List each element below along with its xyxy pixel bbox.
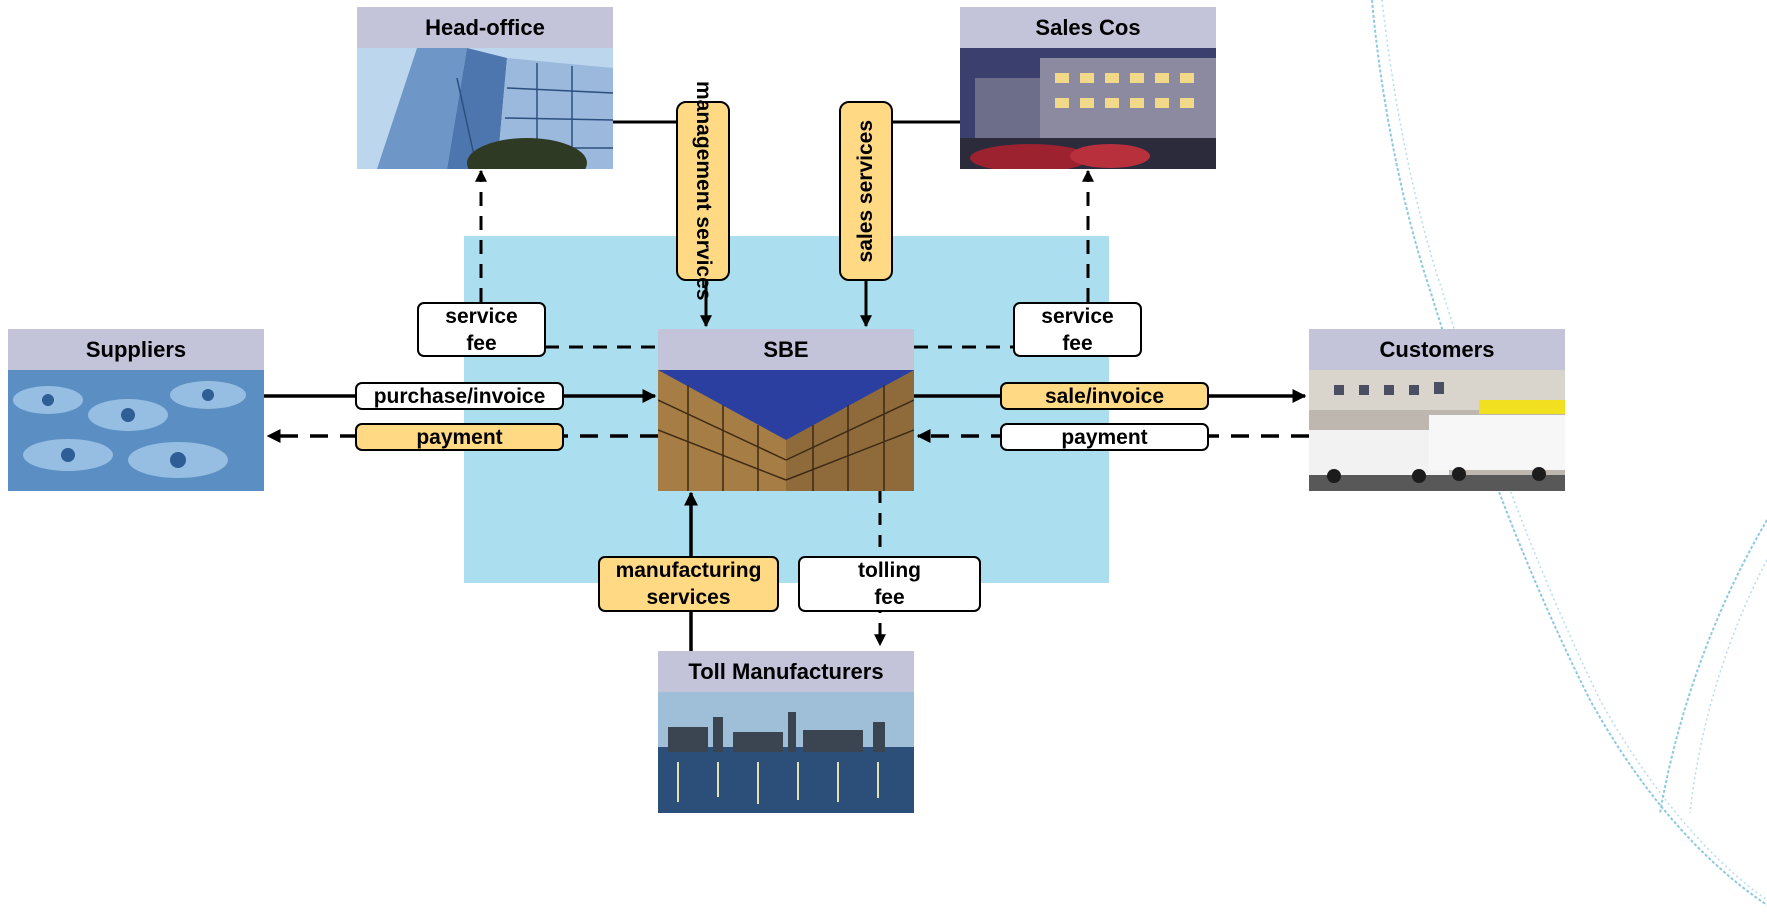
suppliers-box: Suppliers <box>8 329 264 491</box>
sales-cos-box: Sales Cos <box>960 7 1216 169</box>
management-services-label: management services <box>676 81 730 301</box>
toll-manufacturers-title: Toll Manufacturers <box>658 651 914 692</box>
head-office-box: Head-office <box>357 7 613 169</box>
suppliers-title: Suppliers <box>8 329 264 370</box>
head-office-title: Head-office <box>357 7 613 48</box>
toll-manufacturers-box: Toll Manufacturers <box>658 651 914 813</box>
sbe-title: SBE <box>658 329 914 370</box>
suppliers-photo <box>8 370 264 491</box>
tolling-fee-label: tolling fee <box>798 556 981 612</box>
sales-cos-photo <box>960 48 1216 169</box>
sales-cos-title: Sales Cos <box>960 7 1216 48</box>
sale-invoice-label: sale/invoice <box>1000 382 1209 410</box>
service-fee-right-label: service fee <box>1013 302 1142 357</box>
manufacturing-services-label: manufacturing services <box>598 556 779 612</box>
customers-photo <box>1309 370 1565 491</box>
sales-services-label: sales services <box>839 101 893 281</box>
sbe-photo <box>658 370 914 491</box>
head-office-photo <box>357 48 613 169</box>
customers-title: Customers <box>1309 329 1565 370</box>
sbe-box: SBE <box>658 329 914 491</box>
purchase-invoice-label: purchase/invoice <box>355 382 564 410</box>
toll-manufacturers-photo <box>658 692 914 813</box>
customer-payment-label: payment <box>1000 423 1209 451</box>
service-fee-left-label: service fee <box>417 302 546 357</box>
supplier-payment-label: payment <box>355 423 564 451</box>
customers-box: Customers <box>1309 329 1565 491</box>
